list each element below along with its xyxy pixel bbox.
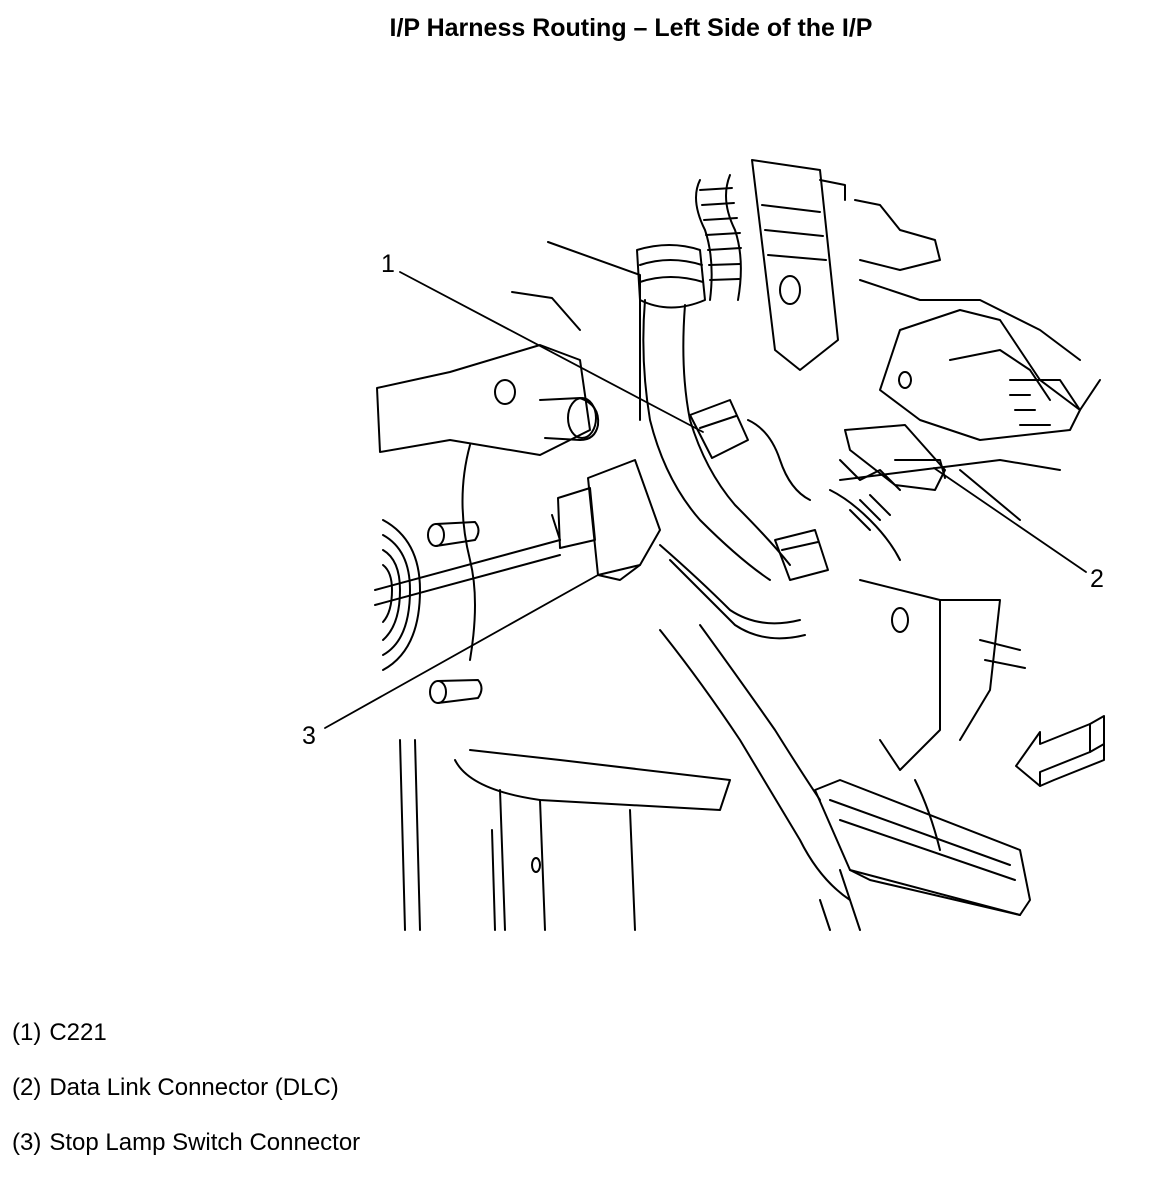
harness-routing-illustration: 1 2 3	[302, 159, 1105, 931]
callout-number-1: 1	[381, 250, 395, 278]
main-harness	[636, 174, 806, 640]
legend-key: (2)	[12, 1074, 42, 1101]
legend-item: (2) Data Link Connector (DLC)	[12, 1071, 360, 1126]
direction-arrow-icon	[1015, 715, 1105, 787]
legend-text: Data Link Connector (DLC)	[49, 1074, 339, 1101]
legend-list: (1) C221 (2) Data Link Connector (DLC) (3)…	[12, 1016, 360, 1181]
legend-item: (3) Stop Lamp Switch Connector	[12, 1126, 360, 1181]
lower-right-structure	[819, 579, 1026, 931]
legend-item: (1) C221	[12, 1016, 360, 1071]
callout-number-3: 3	[302, 722, 316, 750]
diagram-title: I/P Harness Routing – Left Side of the I…	[389, 14, 873, 42]
callout-leaders	[324, 271, 1087, 729]
legend-key: (1)	[12, 1019, 42, 1046]
lower-harness-connector	[774, 529, 829, 581]
left-body-panel	[374, 241, 731, 931]
accelerator-pedal	[659, 624, 1031, 916]
c221-connector	[689, 399, 811, 501]
callout-number-2: 2	[1090, 565, 1104, 593]
upper-right-structure	[839, 199, 1101, 521]
legend-key: (3)	[12, 1129, 42, 1156]
dlc-connector	[829, 424, 946, 561]
mounting-studs	[427, 521, 483, 704]
left-grommet	[382, 519, 421, 671]
stop-lamp-switch	[551, 459, 661, 581]
legend-text: Stop Lamp Switch Connector	[49, 1129, 361, 1156]
legend-text: C221	[49, 1019, 107, 1046]
upper-bracket	[751, 159, 846, 371]
